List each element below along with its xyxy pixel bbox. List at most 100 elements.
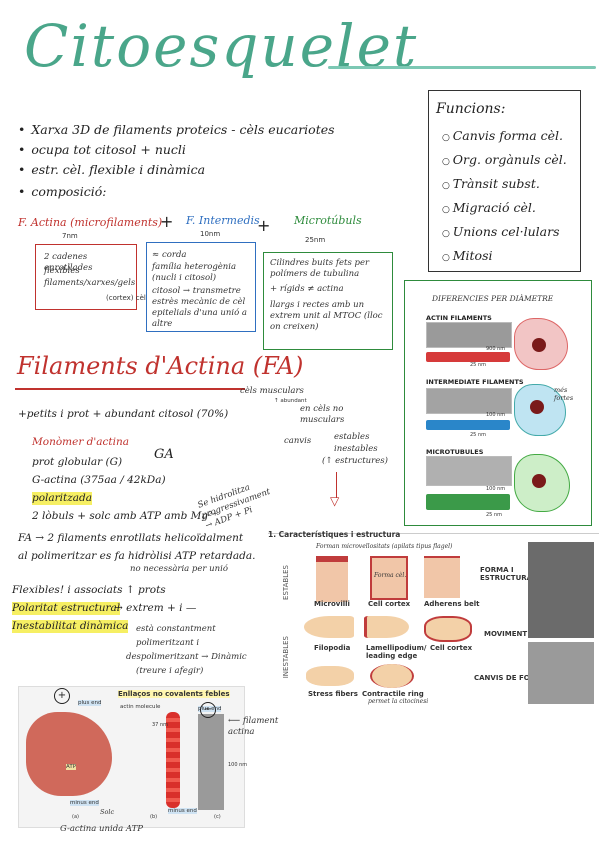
- monomer-item: 2 lòbuls + solc amb ATP amb Mg²⁺: [32, 510, 218, 522]
- bottom-caption: G-actina unida ATP: [60, 824, 143, 834]
- diagram-label: minus end: [70, 800, 99, 806]
- functions-title: Funcions:: [436, 101, 506, 117]
- arrow-down-icon: ▽: [330, 494, 340, 508]
- row1-label: Microvilli: [314, 600, 350, 608]
- intermediate-note: família heterogènia (nucli i citosol): [152, 262, 237, 283]
- plus-sign: +: [160, 212, 174, 231]
- form-label: FORMA I ESTRUCTURA: [480, 566, 533, 582]
- micro-size: 25nm: [305, 236, 326, 244]
- plus-sign: +: [257, 216, 271, 235]
- actin-box: [35, 244, 137, 310]
- scale-100nm: 100 nm: [228, 762, 248, 768]
- microvilli-image: [316, 556, 348, 602]
- scale-label: 25 nm: [486, 512, 502, 518]
- monomer-item: prot globular (G): [32, 456, 123, 468]
- filopodia-image: [304, 616, 354, 638]
- intermediate-note: corda: [162, 250, 187, 260]
- diagram-label: plus end: [78, 700, 102, 706]
- scale-label: 25 nm: [470, 362, 486, 368]
- row2-label: Cell cortex: [430, 644, 473, 652]
- actin-size: 7nm: [62, 232, 78, 240]
- ga-label: GA: [154, 447, 174, 462]
- monomer-item: G-actina (375aa / 42kDa): [32, 474, 166, 486]
- row2-label: Filopodia: [314, 644, 351, 652]
- row1-label: Cell cortex: [368, 600, 411, 608]
- function-item: Migració cèl.: [442, 200, 536, 215]
- nucleus: [530, 400, 544, 414]
- function-item: Trànsit subst.: [442, 176, 540, 191]
- intermediate-prefix: ≈: [152, 250, 160, 260]
- intro-bullet-3: estr. cèl. flexible i dinàmica: [18, 162, 205, 178]
- intermediate-note: citosol → transmetre estrès mecànic de c…: [152, 286, 247, 329]
- intro-bullet-4: composició:: [18, 184, 106, 200]
- actin-model: [426, 352, 510, 362]
- micro-note: llargs i rectes amb un extrem unit al MT…: [270, 300, 383, 332]
- ring-note: permet la citocinesi: [368, 698, 429, 705]
- stable-side-label: ESTABLES: [282, 565, 290, 600]
- cell-cortex-2-image: [424, 616, 472, 642]
- shape-handnote: Forma cèl.: [374, 572, 407, 579]
- fa-line-3: no necessària per unió: [130, 564, 228, 574]
- fa-main-line: +petits i prot + abundant citosol (70%): [18, 408, 229, 420]
- fa-line-1: FA → 2 filaments enrotllats helicoïdalme…: [18, 532, 244, 544]
- intermediate-box: [146, 242, 256, 332]
- fa-line-2: al polimeritzar es fa hidròlisi ATP reta…: [18, 550, 256, 562]
- scale-label: 900 nm: [486, 346, 506, 352]
- row1-label: Adherens belt: [424, 600, 480, 608]
- filament-label: ⟵ filament actina: [228, 716, 279, 737]
- plus-circle: +: [54, 688, 70, 704]
- actin-note: flexibles: [44, 266, 80, 276]
- intermediate-model: [426, 420, 510, 430]
- micrograph-2: [528, 642, 594, 704]
- stronger-note: més fortes: [554, 386, 574, 402]
- actin-filament-model: [166, 712, 180, 808]
- muscle-cells-sub: ↑ abundant: [274, 398, 307, 404]
- intermediate-micrograph: [426, 388, 512, 414]
- property-polarity: Polaritat estructural: [12, 602, 121, 615]
- scale-label: 100 nm: [486, 412, 506, 418]
- nucleus: [532, 474, 546, 488]
- actin-side-note: (cortex) cèl: [106, 294, 146, 302]
- scale-label: 25 nm: [470, 432, 486, 438]
- fa-title: Filaments d'Actina (FA): [17, 352, 304, 380]
- g-actin-ribbon: [26, 712, 112, 796]
- weak-bonds-title: Enllaços no covalents febles: [118, 690, 230, 698]
- micro-note: + rígids ≠ actina: [270, 284, 344, 294]
- instability-note: (treure i afegir): [136, 666, 204, 676]
- microtubules-label: MICROTUBULES: [426, 448, 484, 456]
- title-underline: [328, 66, 596, 69]
- row2-label: Lamellipodium/ leading edge: [366, 644, 427, 660]
- movement-label: MOVIMENT: [484, 630, 528, 638]
- intro-bullet-1: Xarxa 3D de filaments proteics - cèls eu…: [18, 122, 418, 138]
- page-title: Citoesquelet: [24, 12, 419, 80]
- non-muscle-note: en cèls no musculars: [300, 404, 345, 425]
- row3-label: Contractile ring: [362, 690, 424, 698]
- instability-note: polimeritzant i: [136, 638, 200, 648]
- em-micrograph: [198, 714, 224, 810]
- cell-cortex-image: [370, 556, 408, 600]
- characteristics-heading: 1. Característiques i estructura: [268, 530, 401, 539]
- function-item: Canvis forma cèl.: [442, 128, 563, 143]
- monomer-title: Monòmer d'actina: [32, 436, 130, 448]
- function-item: Org. orgànuls cèl.: [442, 152, 567, 167]
- muscle-cells-note: cèls musculars: [240, 386, 304, 396]
- stable-note: estables: [334, 432, 370, 442]
- micro-micrograph: [426, 456, 512, 486]
- diagram-label: actin molecule: [120, 704, 161, 710]
- fig-b: (b): [150, 814, 158, 820]
- unstable-side-label: INESTABLES: [282, 636, 290, 679]
- micro-box: [263, 252, 393, 350]
- intermediate-filaments-label: INTERMEDIATE FILAMENTS: [426, 378, 524, 386]
- fig-a: (a): [72, 814, 79, 820]
- stress-fibers-image: [306, 666, 354, 686]
- microvilli-handnote: Forman microvellositats (apilats tipus f…: [316, 543, 453, 550]
- polarity-tail: → extrem + i —: [114, 602, 197, 614]
- diagram-header: DIFERENCIES PER DIÀMETRE: [432, 294, 554, 303]
- actin-note: filaments/xarxes/gels: [44, 278, 136, 288]
- contractile-ring-image: [370, 664, 414, 688]
- instability-note: està constantment: [136, 624, 216, 634]
- minus-circle: −: [200, 702, 216, 718]
- micrograph-1: [528, 542, 594, 638]
- diagram-label: minus end: [168, 808, 197, 814]
- micro-title: Microtúbuls: [294, 214, 362, 227]
